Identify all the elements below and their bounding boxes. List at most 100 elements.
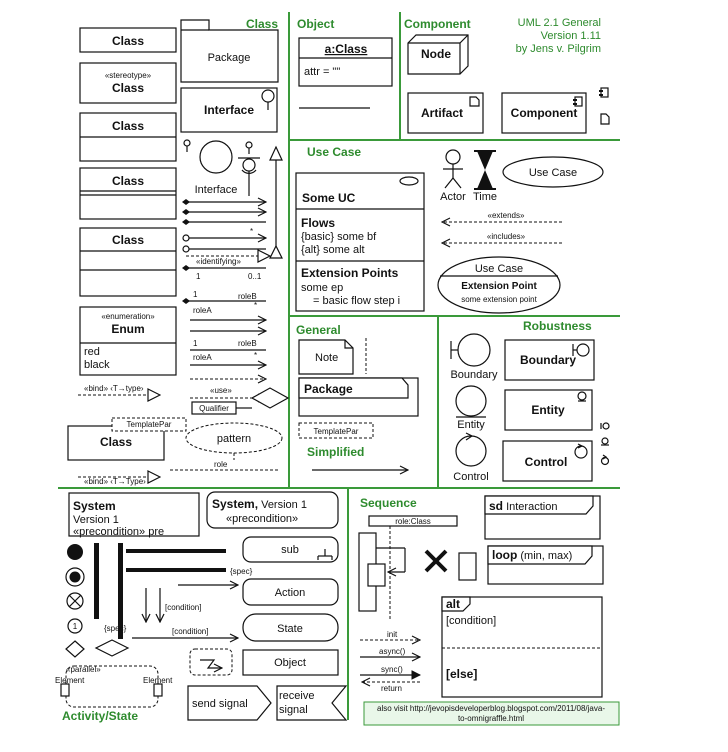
note-shape[interactable] <box>298 339 354 375</box>
boundary-small-icon[interactable] <box>600 422 610 430</box>
control-box-label: Control <box>525 455 568 469</box>
pin-2[interactable] <box>153 683 163 697</box>
lifeline-head[interactable] <box>368 515 458 527</box>
entity-small-icon[interactable] <box>601 437 609 446</box>
system-1-version: Version 1 <box>73 514 119 526</box>
use-case-oval[interactable] <box>502 156 604 188</box>
general-section: General Note Package TemplatePar Simplif… <box>296 323 419 470</box>
general-template-par-box[interactable] <box>298 422 374 439</box>
destroy-icon[interactable] <box>424 549 448 573</box>
credit-line-3: by Jens v. Pilgrim <box>516 43 601 55</box>
final-node-icon[interactable] <box>65 567 85 587</box>
rake-icon <box>317 549 333 560</box>
interface-lollipop-icon <box>261 89 275 103</box>
state-node[interactable] <box>242 613 339 642</box>
robustness-section: Robustness Boundary Boundary Entity Enti… <box>450 319 610 483</box>
template-par-box <box>111 417 187 432</box>
activation-bar-inner[interactable] <box>367 563 386 587</box>
multiplicity-1b: 1 <box>193 290 198 299</box>
class-shape-4[interactable] <box>79 167 177 220</box>
class-shape-5[interactable] <box>79 227 177 297</box>
condition-label-2: [condition] <box>172 627 208 636</box>
interface-box-shape[interactable] <box>180 87 278 133</box>
class-shape-1[interactable] <box>79 27 177 53</box>
stereotype-class-shape[interactable] <box>79 62 177 104</box>
control-icon[interactable] <box>455 432 487 467</box>
class-section: Class Class Package «stereotype» Class I… <box>67 17 290 486</box>
node-label: Node <box>421 47 451 61</box>
fork-bar-horizontal-1[interactable] <box>126 549 226 553</box>
bind-label-1: «bind» ‹T→type› <box>84 384 144 393</box>
template-class-label: Class <box>100 435 132 449</box>
fork-bar-vertical-2[interactable] <box>118 543 123 639</box>
action-label: Action <box>275 587 306 599</box>
footer-link-box[interactable] <box>363 701 620 726</box>
component-shape[interactable] <box>501 92 587 134</box>
receive-signal-node[interactable] <box>276 685 348 721</box>
artifact-file-icon <box>469 96 480 107</box>
includes-label: «includes» <box>487 232 526 241</box>
control-label: Control <box>453 471 488 483</box>
qualifier-label: Qualifier <box>199 404 229 413</box>
system-2-label: System, <box>212 497 258 511</box>
boundary-icon[interactable] <box>450 333 491 367</box>
class-shape-1-label: Class <box>112 34 144 48</box>
flow-final-node-icon[interactable] <box>66 592 84 610</box>
control-small-icon[interactable] <box>600 454 610 466</box>
flow-alt: {alt} some alt <box>301 244 365 256</box>
association-lines[interactable] <box>182 298 266 379</box>
execution-spec[interactable] <box>458 552 477 581</box>
loop-heading: loop (min, max) <box>492 548 572 562</box>
role-a-label-1: roleA <box>193 306 212 315</box>
fork-bar-horizontal-2[interactable] <box>126 568 226 572</box>
element-label-2: Element <box>143 676 173 685</box>
system-frame-2[interactable] <box>206 491 339 529</box>
interface-box-label: Interface <box>204 103 254 117</box>
action-node[interactable] <box>242 578 339 606</box>
use-case-2-label: Use Case <box>475 263 523 275</box>
credit-line-1: UML 2.1 General <box>518 17 601 29</box>
object-shape[interactable] <box>298 37 393 87</box>
alt-frame[interactable] <box>441 596 603 698</box>
node-shape[interactable] <box>407 34 469 75</box>
package-shape[interactable] <box>180 19 279 83</box>
alt-label: alt <box>446 597 460 611</box>
artifact-small-icon[interactable] <box>600 113 610 125</box>
initial-node-icon[interactable] <box>67 544 83 560</box>
flow-basic: {basic} some bf <box>301 231 377 243</box>
entity-label: Entity <box>457 419 485 431</box>
alt-condition-label: [condition] <box>446 615 496 627</box>
pin-1[interactable] <box>60 683 70 697</box>
fork-bar-vertical-1[interactable] <box>94 543 99 619</box>
control-box[interactable] <box>502 440 593 482</box>
n-ary-association-diamond[interactable] <box>250 387 290 409</box>
system-frame-1[interactable] <box>68 492 200 537</box>
state-label: State <box>277 623 303 635</box>
interface-lollipop-label: Interface <box>195 184 238 196</box>
hourglass-icon[interactable] <box>474 150 496 190</box>
object-section: Object a:Class attr = "" <box>297 17 393 109</box>
use-case-with-extension-points[interactable] <box>437 256 561 314</box>
component-small-icon[interactable] <box>600 87 609 98</box>
entity-icon[interactable] <box>455 385 487 418</box>
component-label: Component <box>511 106 578 120</box>
activity-section: System Version 1 «precondition» pre Syst… <box>55 491 348 723</box>
object-node[interactable] <box>242 649 339 676</box>
receive-label: receive <box>279 690 314 702</box>
decision-small-icon[interactable] <box>65 640 85 658</box>
decision-node[interactable] <box>94 639 130 657</box>
sub-activity[interactable] <box>242 536 339 563</box>
use-case-classifier[interactable] <box>295 172 425 312</box>
general-template-par-label: TemplatePar <box>314 427 359 436</box>
interrupt-region[interactable] <box>189 648 233 676</box>
component-section-header: Component <box>404 17 471 31</box>
numbered-node-icon[interactable]: 1 <box>67 618 83 634</box>
send-signal-node[interactable] <box>187 685 272 721</box>
init-label: init <box>387 630 398 639</box>
actor-icon[interactable] <box>443 149 463 189</box>
class-shape-3-label: Class <box>112 119 144 133</box>
object-attr: attr = "" <box>304 66 340 78</box>
enum-shape[interactable] <box>79 306 177 376</box>
lifeline-role-label: role:Class <box>395 517 431 526</box>
relationship-lines[interactable] <box>182 198 283 271</box>
